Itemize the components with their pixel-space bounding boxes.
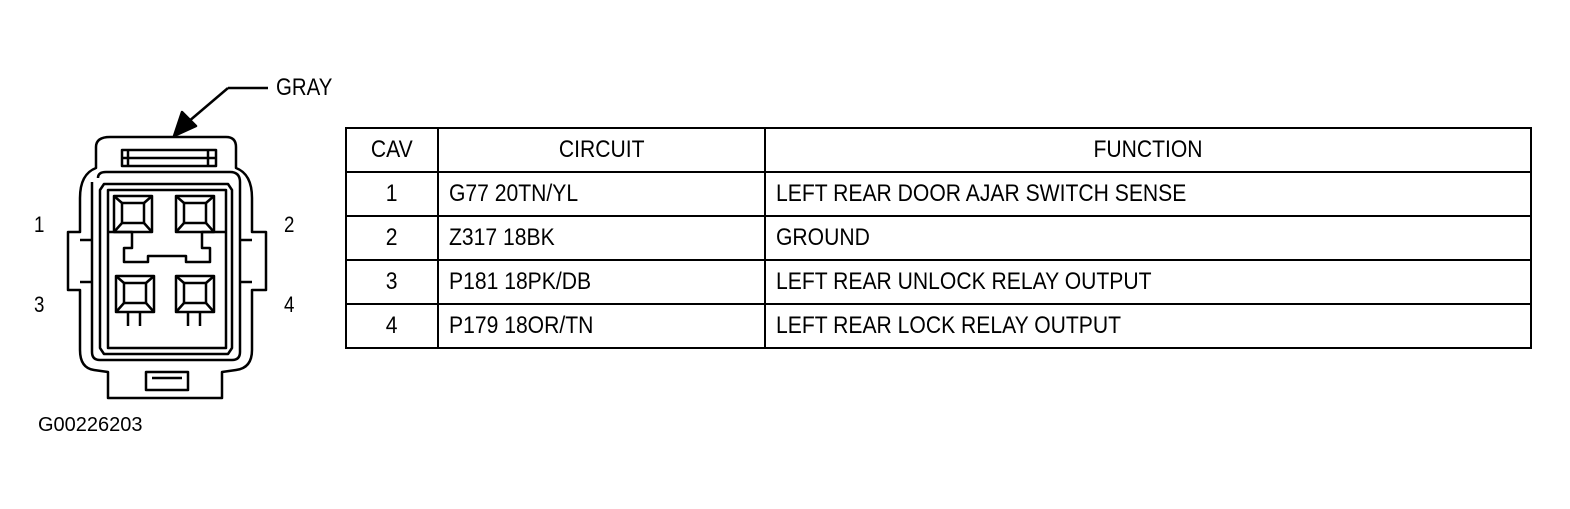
cell-function: GROUND bbox=[764, 215, 1532, 261]
cell-circuit: G77 20TN/YL bbox=[437, 171, 766, 217]
figure-id: G00226203 bbox=[38, 414, 143, 436]
terminal-cavity-2 bbox=[174, 194, 216, 234]
terminal-cavity-3 bbox=[114, 274, 156, 326]
cell-circuit: P179 18OR/TN bbox=[437, 303, 766, 349]
cavity-label-2: 2 bbox=[284, 212, 295, 237]
cell-cav: 2 bbox=[345, 215, 439, 261]
cavity-label-1: 1 bbox=[34, 212, 45, 237]
cell-circuit: Z317 18BK bbox=[437, 215, 766, 261]
cell-function: LEFT REAR UNLOCK RELAY OUTPUT bbox=[764, 259, 1532, 305]
table-row: 4 P179 18OR/TN LEFT REAR LOCK RELAY OUTP… bbox=[345, 303, 1532, 349]
table-row: 1 G77 20TN/YL LEFT REAR DOOR AJAR SWITCH… bbox=[345, 171, 1532, 217]
connector-housing bbox=[66, 135, 268, 400]
cell-circuit: P181 18PK/DB bbox=[437, 259, 766, 305]
cell-function: LEFT REAR LOCK RELAY OUTPUT bbox=[764, 303, 1532, 349]
terminal-cavity-1 bbox=[112, 194, 154, 234]
connector-color-label: GRAY bbox=[276, 74, 333, 101]
header-function: FUNCTION bbox=[764, 127, 1532, 173]
cell-cav: 4 bbox=[345, 303, 439, 349]
cell-cav: 1 bbox=[345, 171, 439, 217]
header-circuit: CIRCUIT bbox=[437, 127, 766, 173]
terminal-cavity-4 bbox=[174, 274, 216, 326]
cavity-label-3: 3 bbox=[34, 292, 45, 317]
table-row: 2 Z317 18BK GROUND bbox=[345, 215, 1532, 261]
color-leader-arrow bbox=[172, 86, 268, 138]
connector-diagram bbox=[66, 86, 268, 400]
cell-function: LEFT REAR DOOR AJAR SWITCH SENSE bbox=[764, 171, 1532, 217]
cell-cav: 3 bbox=[345, 259, 439, 305]
header-cav: CAV bbox=[345, 127, 439, 173]
table-row: 3 P181 18PK/DB LEFT REAR UNLOCK RELAY OU… bbox=[345, 259, 1532, 305]
table-header-row: CAV CIRCUIT FUNCTION bbox=[345, 127, 1532, 173]
cavity-label-4: 4 bbox=[284, 292, 295, 317]
pinout-table: CAV CIRCUIT FUNCTION 1 G77 20TN/YL LEFT … bbox=[345, 127, 1532, 349]
